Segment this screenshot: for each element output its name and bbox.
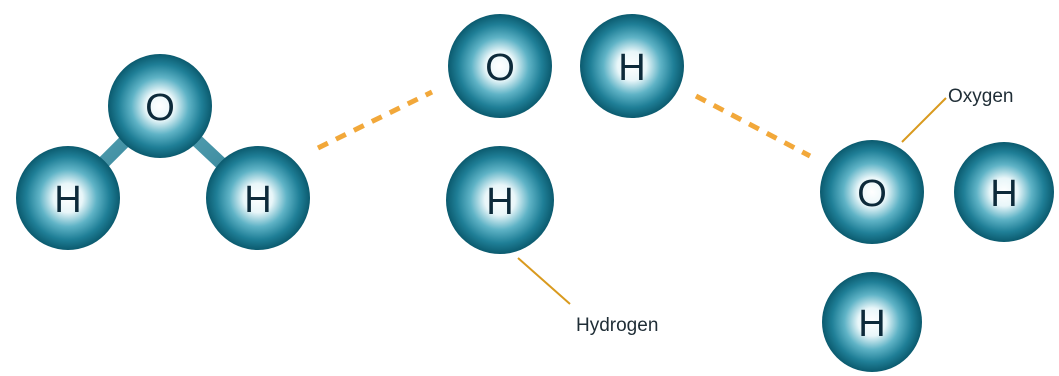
atom-label: O: [145, 87, 175, 129]
atom-label: H: [244, 179, 271, 221]
hydrogen-bond-right: [694, 93, 812, 159]
atom-label: H: [486, 181, 513, 223]
oxygen-atom: O: [820, 140, 924, 244]
hydrogen-bonds: [316, 89, 812, 159]
hydrogen-atom: H: [954, 142, 1054, 242]
atom-label: H: [990, 173, 1017, 215]
hydrogen-atom: H: [206, 146, 310, 250]
hydrogen-bond-left: [316, 89, 434, 151]
water-molecule-center: O H H: [446, 14, 684, 254]
callout-label-hydrogen: Hydrogen: [576, 315, 658, 336]
water-molecule-right: O H H: [820, 140, 1054, 372]
oxygen-atom: O: [448, 14, 552, 118]
atom-label: H: [618, 47, 645, 89]
hydrogen-atom: H: [822, 272, 922, 372]
atom-label: O: [485, 47, 515, 89]
hydrogen-atom: H: [580, 14, 684, 118]
atom-label: H: [858, 303, 885, 345]
atom-label: O: [857, 173, 887, 215]
callout-line-hydrogen: [517, 257, 571, 305]
callout-lines: [517, 97, 947, 305]
atom-label: H: [54, 179, 81, 221]
hydrogen-atom: H: [446, 146, 554, 254]
callout-line-oxygen: [901, 97, 947, 143]
callout-label-oxygen: Oxygen: [948, 86, 1013, 107]
hydrogen-atom: H: [16, 146, 120, 250]
oxygen-atom: O: [108, 54, 212, 158]
water-molecule-left: O H H: [16, 54, 310, 250]
